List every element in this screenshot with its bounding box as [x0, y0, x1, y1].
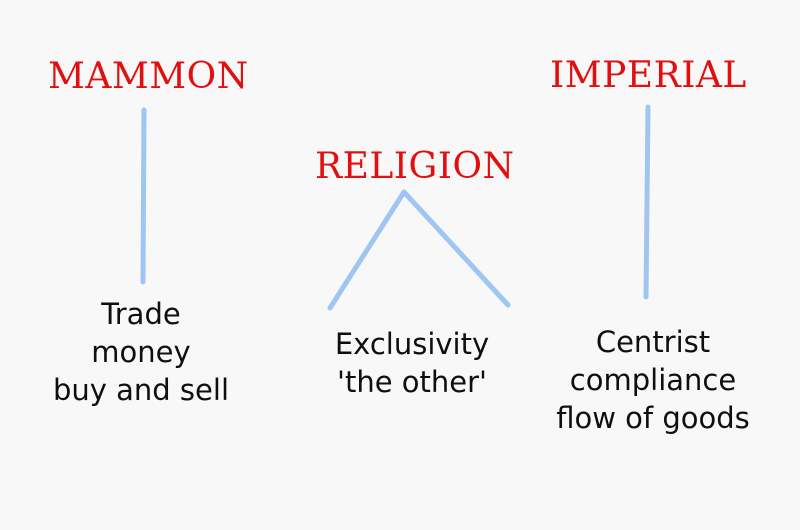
religion-label-line: Exclusivity [334, 327, 490, 361]
religion-connector-branches [327, 189, 511, 311]
mammon-connector-line [140, 107, 147, 285]
mammon-heading: MAMMON [48, 56, 249, 97]
mammon-label-line: buy and sell [52, 373, 229, 407]
religion-label: Exclusivity 'the other' [305, 325, 519, 401]
imperial-label-line: flow of goods [556, 401, 750, 435]
mammon-label-line: Trade [101, 297, 181, 331]
mammon-label: Trade money buy and sell [20, 295, 262, 409]
imperial-label: Centrist compliance flow of goods [533, 323, 773, 437]
imperial-heading: IMPERIAL [550, 55, 747, 96]
mammon-label-line: money [91, 335, 191, 369]
religion-heading: RELIGION [315, 146, 515, 187]
imperial-label-line: Centrist [595, 325, 711, 359]
religion-label-line: 'the other' [336, 365, 487, 399]
imperial-connector-line [643, 104, 651, 300]
imperial-label-line: compliance [569, 363, 737, 397]
